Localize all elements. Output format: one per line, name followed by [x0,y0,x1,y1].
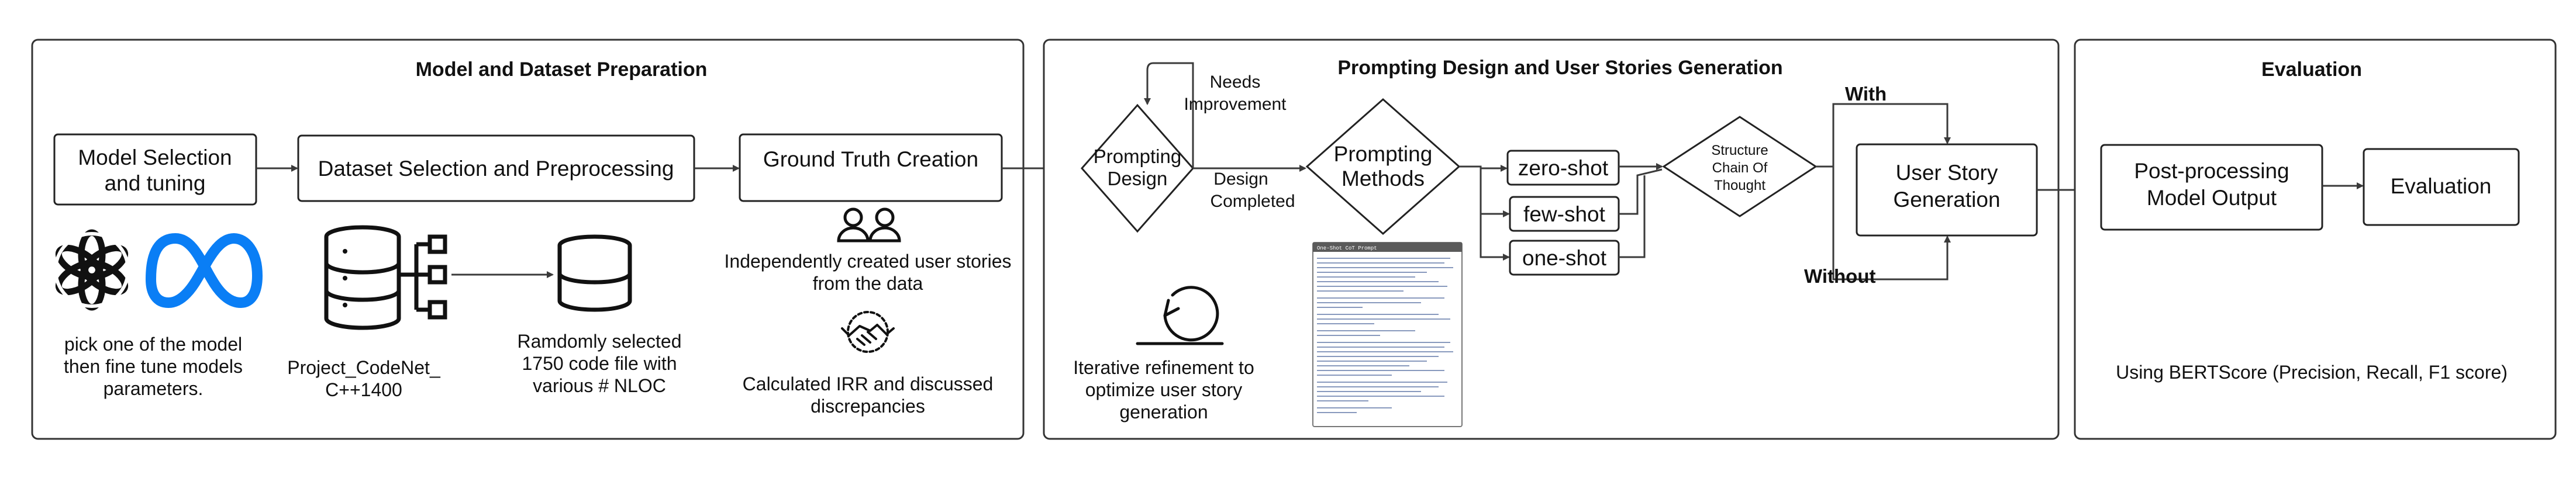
user-story-generation-node: User Story Generation [1856,143,2038,237]
codenet-caption-line-1: Project_CodeNet_ [287,357,441,378]
needs-improvement-line-1: Needs [1210,72,1261,92]
evaluation-panel [2074,39,2557,440]
iterative-caption-line-1: Iterative refinement to [1073,357,1254,378]
refresh-cycle-icon [1136,286,1224,345]
model-caption-line-2: then fine tune models [64,356,243,377]
structure-cot-node: Structure Chain Of Thought [1662,116,1818,217]
with-label: With [1845,83,1887,105]
prompting-methods-node: Prompting Methods [1305,98,1461,235]
arrow-few-to-cot [1619,168,1663,215]
needs-improvement-loop [1144,62,1194,168]
selected-caption-line-2: 1750 code file with [522,353,677,374]
structure-cot-line-2: Chain Of [1712,160,1768,176]
independent-caption-line-1: Independently created user stories [725,251,1012,272]
prompting-panel [1043,39,2060,440]
prompting-methods-line-1: Prompting [1334,142,1433,166]
design-completed-line-2: Completed [1210,192,1295,211]
model-caption-line-1: pick one of the model [64,334,242,355]
model-selection-node: Model Selection and tuning [53,133,257,206]
prompting-methods-line-2: Methods [1342,167,1425,190]
independent-caption-line-2: from the data [813,273,923,294]
user-story-line-2: Generation [1893,188,2000,212]
iterative-caption-line-2: optimize user story [1085,379,1243,400]
model-caption-line-3: parameters. [104,378,204,399]
one-shot-label: one-shot [1522,246,1607,270]
users-icon [837,207,901,243]
ground-truth-label: Ground Truth Creation [763,147,978,171]
irr-caption-line-2: discrepancies [811,396,925,417]
few-shot-label: few-shot [1523,202,1606,226]
preparation-panel-title: Model and Dataset Preparation [416,58,708,81]
codenet-caption-line-2: C++1400 [325,379,402,400]
ground-truth-node: Ground Truth Creation [739,133,1003,202]
handshake-icon [841,311,895,353]
post-processing-node: Post-processing Model Output [2100,144,2323,231]
prompting-design-node: Prompting Design [1081,103,1194,233]
bertscore-caption: Using BERTScore (Precision, Recall, F1 s… [2116,362,2508,383]
few-shot-node: few-shot [1509,196,1620,232]
user-story-line-1: User Story [1896,161,1998,185]
prompt-document-icon: One-Shot CoT Prompt [1312,242,1463,427]
iterative-caption-line-3: generation [1119,401,1208,422]
prompting-design-line-1: Prompting [1094,146,1181,167]
structure-cot-line-1: Structure [1711,143,1768,158]
dataset-selection-label: Dataset Selection and Preprocessing [318,157,674,181]
irr-caption-line-1: Calculated IRR and discussed [743,373,994,394]
arrow-one-to-cot [1619,175,1646,258]
selected-database-icon [557,234,632,312]
dataset-selection-node: Dataset Selection and Preprocessing [297,134,695,202]
evaluation-label: Evaluation [2391,174,2492,198]
evaluation-panel-title: Evaluation [2261,58,2362,81]
zero-shot-node: zero-shot [1506,150,1620,186]
without-path [1832,167,1951,280]
model-selection-line-1: Model Selection [78,146,232,169]
prompt-document-header: One-Shot CoT Prompt [1317,245,1377,251]
openai-logo-icon [54,229,130,311]
branch-to-one-shot [1480,214,1510,261]
post-processing-line-1: Post-processing [2134,159,2289,183]
structure-cot-line-3: Thought [1714,178,1765,193]
evaluation-node: Evaluation [2363,148,2520,226]
needs-improvement-line-2: Improvement [1184,95,1287,114]
post-processing-line-2: Model Output [2147,186,2277,210]
meta-logo-icon [146,233,263,308]
selected-caption-line-3: various # NLOC [533,375,666,396]
prompting-panel-title: Prompting Design and User Stories Genera… [1337,57,1782,79]
database-icon [324,225,447,330]
with-path [1816,103,1951,168]
one-shot-node: one-shot [1509,240,1620,276]
design-completed-line-1: Design [1213,169,1268,189]
zero-shot-label: zero-shot [1518,156,1609,180]
model-selection-line-2: and tuning [105,171,206,195]
without-label: Without [1804,265,1875,287]
selected-caption-line-1: Ramdomly selected [518,331,682,352]
prompting-design-line-2: Design [1108,168,1168,189]
